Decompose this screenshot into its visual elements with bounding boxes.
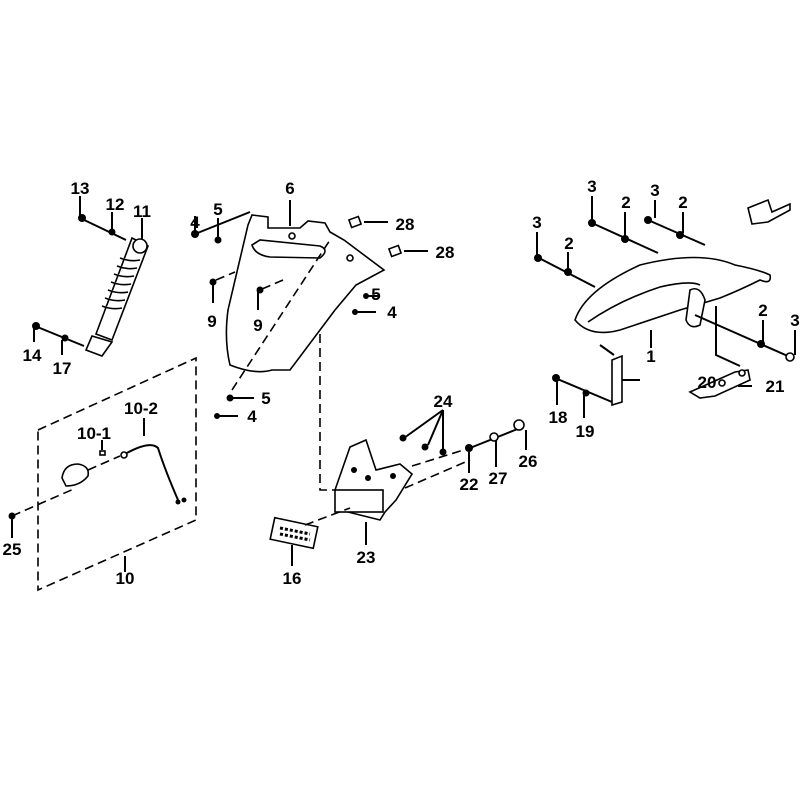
callout-10-1: 10-1 <box>77 424 111 443</box>
callout-3: 3 <box>650 181 659 200</box>
callout-18: 18 <box>549 408 568 427</box>
callout-19: 19 <box>576 422 595 441</box>
callout-25: 25 <box>3 540 22 559</box>
callout-2: 2 <box>621 193 630 212</box>
callout-24: 24 <box>434 392 453 411</box>
shock-absorber <box>84 236 150 357</box>
callout-21: 21 <box>766 377 785 396</box>
callout-11: 11 <box>133 202 151 221</box>
callout-16: 16 <box>283 569 302 588</box>
callout-5: 5 <box>261 389 270 408</box>
callout-28: 28 <box>436 243 455 262</box>
small-bracket-icon <box>747 198 791 225</box>
callout-27: 27 <box>489 469 508 488</box>
callout-22: 22 <box>460 475 479 494</box>
callout-labels: 13 12 11 14 17 6 4 5 28 28 9 9 5 4 5 4 1… <box>3 177 800 588</box>
callout-4: 4 <box>190 213 200 232</box>
callout-14: 14 <box>23 346 42 365</box>
callout-17: 17 <box>53 359 72 378</box>
callout-6: 6 <box>285 179 294 198</box>
license-bracket <box>334 438 414 521</box>
callout-3: 3 <box>587 177 596 196</box>
callout-26: 26 <box>519 452 538 471</box>
callout-3: 3 <box>790 311 799 330</box>
callout-10-2: 10-2 <box>124 399 158 418</box>
callout-3: 3 <box>532 213 541 232</box>
callout-20: 20 <box>698 373 717 392</box>
callout-23: 23 <box>357 548 376 567</box>
callout-4: 4 <box>387 303 397 322</box>
callout-10: 10 <box>116 569 135 588</box>
callout-2: 2 <box>564 234 573 253</box>
callout-1: 1 <box>646 347 655 366</box>
callout-5: 5 <box>213 200 222 219</box>
callout-2: 2 <box>678 193 687 212</box>
front-fender <box>574 256 772 334</box>
tail-light <box>61 444 187 505</box>
callout-2: 2 <box>758 301 767 320</box>
callout-13: 13 <box>71 179 90 198</box>
callout-9: 9 <box>207 312 216 331</box>
callout-28: 28 <box>396 215 415 234</box>
callout-4: 4 <box>247 407 257 426</box>
callout-12: 12 <box>106 195 125 214</box>
rear-fender <box>225 214 386 373</box>
callout-5: 5 <box>371 285 380 304</box>
callout-9: 9 <box>253 316 262 335</box>
fender-stay-right <box>688 369 751 399</box>
fender-stay-left <box>611 354 623 407</box>
